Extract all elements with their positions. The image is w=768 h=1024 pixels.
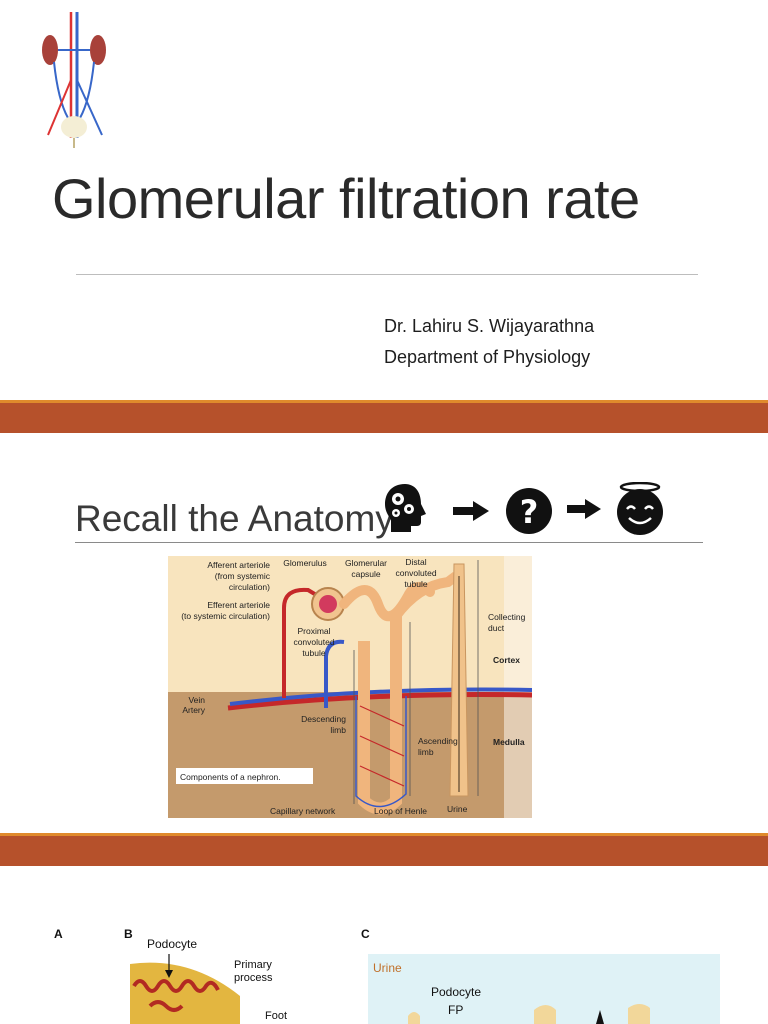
label-descending: limb (330, 725, 346, 735)
svg-text:?: ? (520, 493, 539, 531)
panel-label-a: A (54, 927, 63, 941)
kidney-illustration (42, 12, 106, 148)
label-primary-process: process (234, 972, 273, 984)
label-medulla: Medulla (493, 737, 525, 747)
label-loop: Loop of Henle (374, 806, 427, 816)
label-capillary: Capillary network (270, 806, 336, 816)
label-glomerulus: Glomerulus (283, 558, 326, 568)
label-urine: Urine (373, 961, 402, 975)
smiling-halo-icon (617, 482, 663, 535)
label-descending: Descending (301, 714, 346, 724)
slide-title: Glomerular filtration rate Dr. Lahiru S.… (0, 0, 768, 400)
diagram-caption: Components of a nephron. (180, 772, 281, 782)
question-icon: ? (506, 488, 552, 534)
label-afferent: Afferent arteriole (207, 560, 270, 570)
title-divider (76, 274, 698, 275)
heading-divider (75, 542, 703, 543)
panel-label-b: B (124, 927, 133, 941)
pointer-arrow (165, 954, 173, 978)
department-name: Department of Physiology (384, 347, 591, 367)
label-proximal: convoluted (293, 637, 334, 647)
label-capsule: Glomerular (345, 558, 387, 568)
author-name: Dr. Lahiru S. Wijayarathna (384, 316, 595, 336)
slide-separator (0, 400, 768, 433)
label-collecting: Collecting (488, 612, 526, 622)
podocyte-illustration (130, 962, 240, 1024)
label-proximal: tubule (302, 648, 325, 658)
label-foot: Foot (265, 1010, 288, 1022)
label-artery: Artery (182, 705, 205, 715)
label-cortex: Cortex (493, 655, 520, 665)
label-afferent: (from systemic (215, 571, 271, 581)
slide-anatomy: Recall the Anatomy ? (0, 433, 768, 833)
label-ascending: limb (418, 747, 434, 757)
label-primary-process: Primary (234, 959, 272, 971)
label-fp: FP (448, 1003, 464, 1017)
page-title: Glomerular filtration rate (52, 167, 640, 230)
foot-process-shapes (408, 1004, 650, 1024)
label-proximal: Proximal (297, 626, 330, 636)
label-distal: tubule (404, 579, 427, 589)
nephron-diagram: Afferent arteriole (from systemic circul… (168, 556, 532, 818)
thinking-head-icon (385, 484, 426, 532)
label-afferent: circulation) (229, 582, 270, 592)
label-collecting: duct (488, 623, 505, 633)
label-efferent: Efferent arteriole (207, 600, 270, 610)
slide-podocyte: A B C Podocyte Primary process Foot Urin… (0, 866, 768, 1024)
label-urine: Urine (447, 804, 468, 814)
label-efferent: (to systemic circulation) (181, 611, 270, 621)
label-distal: Distal (405, 557, 426, 567)
label-podocyte-c: Podocyte (431, 985, 482, 999)
label-podocyte: Podocyte (147, 937, 198, 951)
label-vein: Vein (188, 695, 205, 705)
arrow-right-icon (453, 501, 489, 521)
label-distal: convoluted (395, 568, 436, 578)
arrow-right-icon (567, 499, 601, 519)
label-capsule: capsule (351, 569, 381, 579)
slide-heading: Recall the Anatomy (75, 498, 394, 539)
panel-label-c: C (361, 927, 370, 941)
label-ascending: Ascending (418, 736, 458, 746)
slide-separator (0, 833, 768, 866)
